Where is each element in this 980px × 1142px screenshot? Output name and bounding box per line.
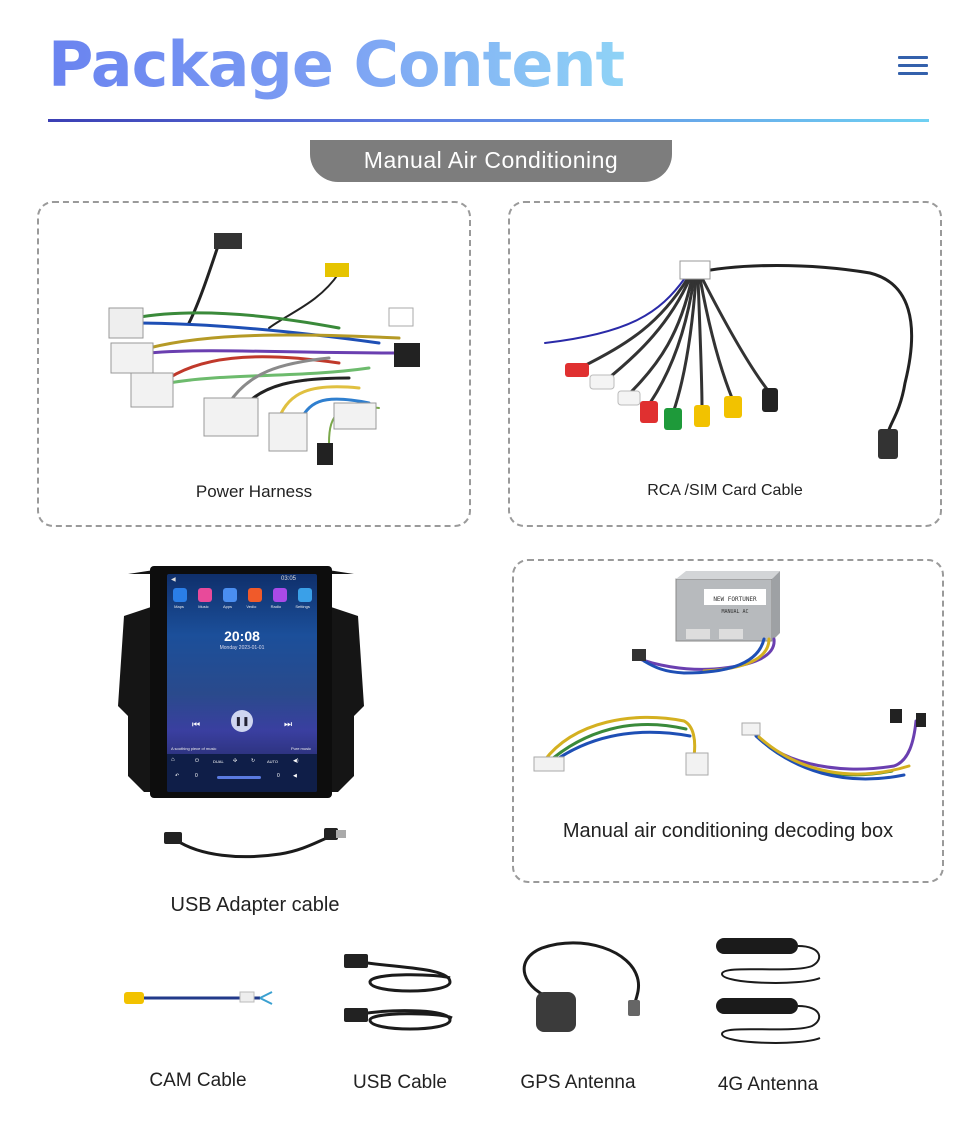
cam-cable-label: CAM Cable bbox=[149, 1070, 247, 1091]
music-artist: Pure music bbox=[291, 746, 312, 751]
hamburger-menu-icon[interactable] bbox=[896, 52, 930, 78]
pause-icon[interactable]: ❚❚ bbox=[231, 710, 253, 732]
rca-sim-cable-image bbox=[544, 260, 914, 459]
app-label: Apps bbox=[222, 604, 233, 609]
app-settings-icon[interactable] bbox=[297, 588, 312, 602]
head-unit-screen: ◀ 03:05 Maps Music Apps Vedio Radio Sett… bbox=[167, 574, 317, 792]
temp-left: 0 bbox=[195, 773, 198, 779]
app-maps-icon[interactable] bbox=[172, 588, 187, 602]
climate-auto[interactable]: AUTO bbox=[267, 759, 279, 764]
usb-cable-image bbox=[344, 954, 453, 1031]
gps-antenna-image bbox=[522, 941, 640, 1032]
clock: 20:08 bbox=[224, 628, 260, 644]
volume-icon[interactable]: ◀) bbox=[293, 758, 299, 764]
app-music-icon[interactable] bbox=[197, 588, 212, 602]
page-title: Package Content bbox=[48, 28, 625, 108]
recirculate-icon[interactable]: ↻ bbox=[251, 758, 256, 764]
fan-icon[interactable]: ✣ bbox=[233, 758, 238, 764]
app-label: Settings bbox=[295, 604, 310, 609]
decoding-box-image: NEW FORTUNER MANUAL AC bbox=[533, 571, 926, 781]
rca-sim-cable-card: RCA /SIM Card Cable bbox=[508, 201, 942, 527]
4g-antenna-label: 4G Antenna bbox=[717, 1074, 819, 1095]
gps-antenna-label: GPS Antenna bbox=[520, 1072, 636, 1093]
title-divider bbox=[48, 119, 929, 122]
app-apps-icon[interactable] bbox=[222, 588, 237, 602]
usb-adapter-cable-label: USB Adapter cable bbox=[170, 894, 340, 916]
home-icon[interactable]: ⌂ bbox=[171, 757, 175, 763]
volume-down-icon[interactable]: ◀ bbox=[293, 773, 297, 779]
temp-right: 0 bbox=[277, 773, 280, 779]
climate-bar: ⌂ ⏻ DUAL ✣ ↻ AUTO ◀) ↶ 0 0 ◀ bbox=[167, 754, 317, 792]
music-title: A soothing piece of music bbox=[171, 746, 217, 751]
cam-cable-image bbox=[124, 991, 273, 1005]
climate-dual[interactable]: DUAL bbox=[213, 759, 224, 764]
prev-track-icon[interactable]: ⏮ bbox=[192, 719, 201, 729]
rca-sim-cable-label: RCA /SIM Card Cable bbox=[647, 482, 803, 499]
app-label: Radio bbox=[270, 604, 282, 609]
status-time: 03:05 bbox=[281, 576, 297, 582]
app-label: Music bbox=[198, 604, 209, 609]
usb-adapter-cable-image bbox=[164, 828, 346, 859]
decoder-box-text-1: NEW FORTUNER bbox=[713, 596, 757, 603]
back-icon[interactable]: ◀ bbox=[171, 577, 176, 583]
fan-level-bar[interactable] bbox=[217, 776, 261, 779]
app-radio-icon[interactable] bbox=[272, 588, 287, 602]
power-harness-card: Power Harness bbox=[37, 201, 471, 527]
head-unit: ◀ 03:05 Maps Music Apps Vedio Radio Sett… bbox=[114, 566, 368, 804]
power-harness-image bbox=[108, 233, 420, 465]
next-track-icon[interactable]: ⏭ bbox=[284, 719, 293, 729]
usb-cable-label: USB Cable bbox=[353, 1072, 447, 1093]
tab-manual-air-conditioning[interactable]: Manual Air Conditioning bbox=[310, 140, 672, 182]
date: Monday 2023-01-01 bbox=[219, 645, 265, 651]
power-harness-label: Power Harness bbox=[195, 482, 313, 501]
4g-antenna-image bbox=[716, 938, 821, 1044]
power-icon[interactable]: ⏻ bbox=[195, 758, 199, 764]
app-label: Vedio bbox=[246, 604, 257, 609]
app-label: Maps bbox=[174, 604, 184, 609]
back-nav-icon[interactable]: ↶ bbox=[175, 773, 180, 779]
app-video-icon[interactable] bbox=[247, 588, 262, 602]
decoder-box-text-2: MANUAL AC bbox=[721, 609, 748, 615]
decoding-box-card: NEW FORTUNER MANUAL AC Manual air condit… bbox=[512, 559, 944, 883]
decoding-box-label: Manual air conditioning decoding box bbox=[562, 820, 894, 842]
